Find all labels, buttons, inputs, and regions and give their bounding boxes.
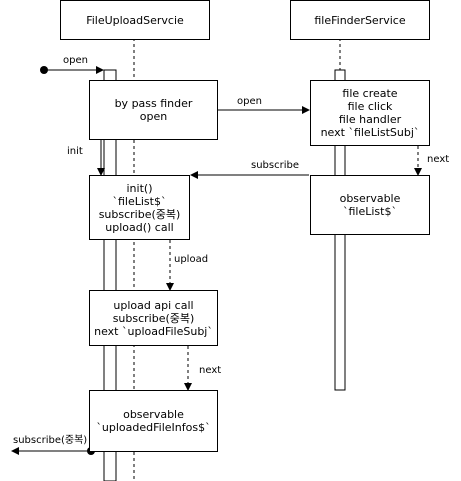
box-observable-filelist: observable `fileList$` bbox=[310, 175, 430, 235]
box-observable-infos: observable `uploadedFileInfos$` bbox=[89, 390, 218, 452]
box-init-line-4: upload() call bbox=[105, 220, 174, 234]
box-finder-line-3: file handler bbox=[338, 113, 402, 126]
box-observable-infos-line-1: observable bbox=[123, 408, 184, 421]
label-next-upload: next bbox=[198, 365, 223, 377]
box-upload-line-1: upload api call bbox=[113, 298, 194, 312]
box-finder-line-2: file click bbox=[347, 100, 393, 113]
box-bypass-finder: by pass finder open bbox=[89, 80, 218, 140]
label-open-in: open bbox=[62, 55, 89, 67]
box-finder-line-1: file create bbox=[342, 87, 398, 100]
label-next-finder: next bbox=[426, 154, 451, 166]
box-finder-line-4: next `fileListSubj` bbox=[320, 126, 420, 139]
box-upload-line-2: subscribe(중복) bbox=[112, 311, 195, 325]
box-init-line-3: subscribe(중복) bbox=[98, 207, 181, 221]
box-bypass-line-2: open bbox=[139, 110, 168, 123]
participant-finder-service: fileFinderService bbox=[290, 0, 430, 40]
box-finder-ops: file create file click file handler next… bbox=[310, 80, 430, 146]
label-open-to-finder: open bbox=[236, 96, 263, 108]
label-subscribe: subscribe bbox=[250, 160, 300, 172]
box-observable-filelist-line-2: `fileList$` bbox=[343, 205, 397, 218]
box-upload-call: upload api call subscribe(중복) next `uplo… bbox=[89, 290, 218, 346]
box-init-line-1: init() bbox=[126, 181, 153, 195]
label-init: init bbox=[66, 146, 84, 158]
participant-finder-service-label: fileFinderService bbox=[314, 13, 406, 27]
box-init-line-2: `fileList$` bbox=[112, 194, 167, 208]
box-observable-infos-line-2: `uploadedFileInfos$` bbox=[96, 421, 211, 434]
box-init: init() `fileList$` subscribe(중복) upload(… bbox=[89, 175, 190, 240]
participant-upload-service-label: FileUploadServcie bbox=[86, 13, 184, 27]
box-bypass-line-1: by pass finder bbox=[114, 97, 193, 110]
box-observable-filelist-line-1: observable bbox=[339, 192, 401, 205]
label-subscribe-out: subscribe(중복) bbox=[12, 435, 89, 447]
label-upload: upload bbox=[173, 254, 210, 266]
activation-bar-upload bbox=[103, 69, 117, 481]
participant-upload-service: FileUploadServcie bbox=[60, 0, 210, 40]
box-upload-line-3: next `uploadFileSubj` bbox=[94, 324, 213, 338]
